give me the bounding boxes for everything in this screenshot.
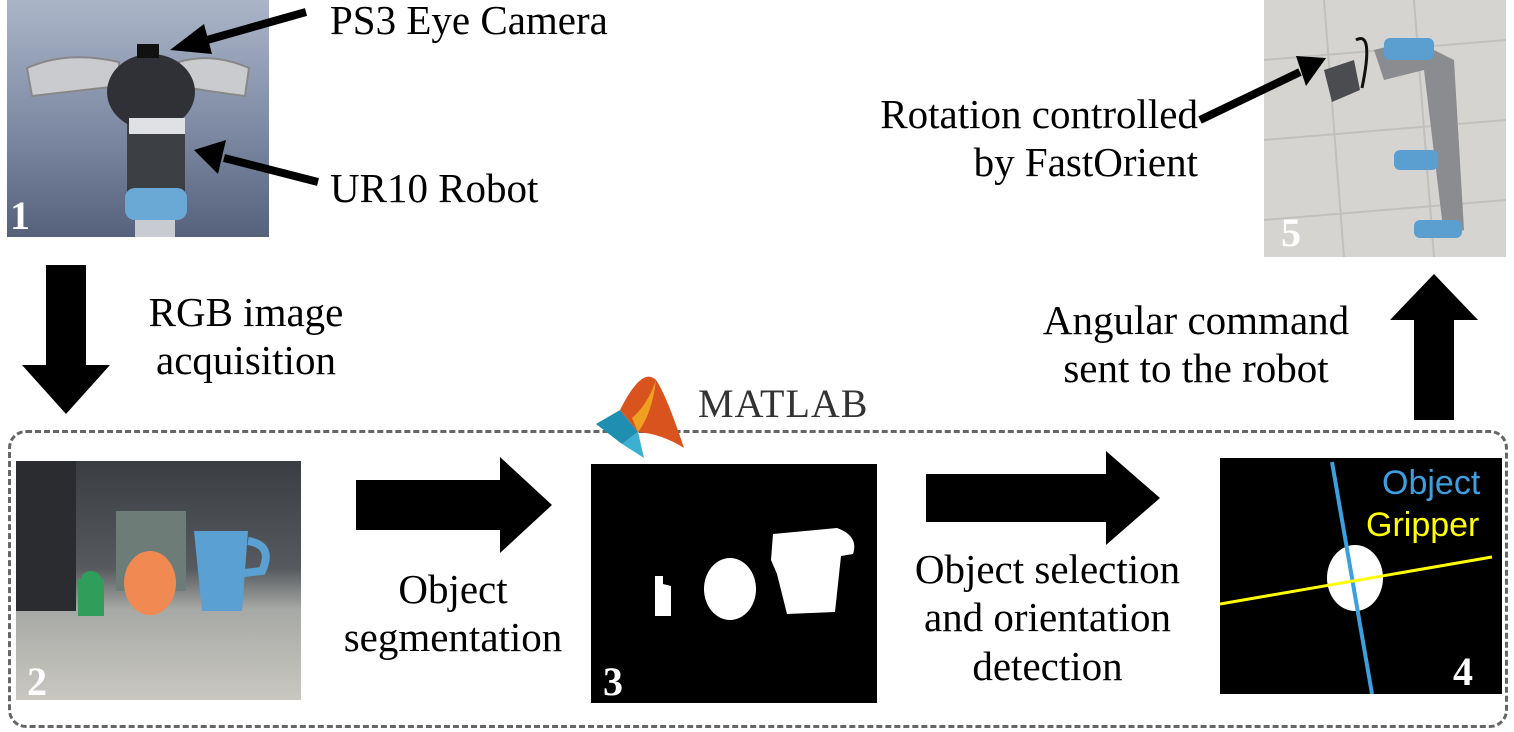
object-axis-line	[1330, 461, 1374, 694]
panel-5-robot-simulation	[1264, 0, 1506, 257]
robot-arm-illustration	[1264, 0, 1506, 257]
rotation-label: Rotation controlled by FastOrient	[880, 91, 1198, 186]
panel-4-orientation	[1220, 458, 1502, 694]
panel-3-segmentation-mask	[591, 464, 877, 703]
matlab-logo-icon	[596, 376, 684, 458]
selection-arrow	[926, 451, 1160, 545]
panel-1-robot-camera	[7, 0, 269, 237]
panel-2-rgb-image	[16, 461, 301, 700]
legend-gripper: Gripper	[1366, 506, 1480, 544]
panel-5-number: 5	[1281, 210, 1301, 255]
matlab-processing-frame	[8, 430, 1508, 728]
scene-objects-illustration	[16, 461, 270, 616]
up-arrow	[1390, 274, 1478, 420]
legend-object: Object	[1382, 464, 1481, 502]
panel-3-number: 3	[603, 659, 623, 704]
segmented-objects	[655, 528, 855, 620]
panel-4-number: 4	[1453, 649, 1473, 694]
robot-wrist-illustration	[25, 44, 251, 237]
robot-label: UR10 Robot	[330, 165, 539, 211]
camera-pointer-arrow	[170, 24, 212, 54]
robot-pointer-arrow	[194, 140, 226, 174]
acquisition-label: RGB image acquisition	[148, 289, 344, 384]
matlab-wordmark: MATLAB	[698, 381, 869, 426]
selection-label: Object selection and orientation detecti…	[914, 546, 1181, 689]
rotation-pointer-arrow	[1296, 56, 1326, 86]
down-arrow	[22, 265, 110, 414]
orientation-lines	[1220, 461, 1493, 694]
panel-2-number: 2	[27, 659, 47, 704]
segmentation-label: Object segmentation	[343, 566, 563, 661]
command-label: Angular command sent to the robot	[1042, 297, 1350, 392]
camera-label: PS3 Eye Camera	[330, 0, 608, 43]
segmentation-arrow	[356, 457, 552, 553]
gripper-axis-line	[1220, 555, 1493, 606]
panel-1-number: 1	[10, 193, 30, 238]
